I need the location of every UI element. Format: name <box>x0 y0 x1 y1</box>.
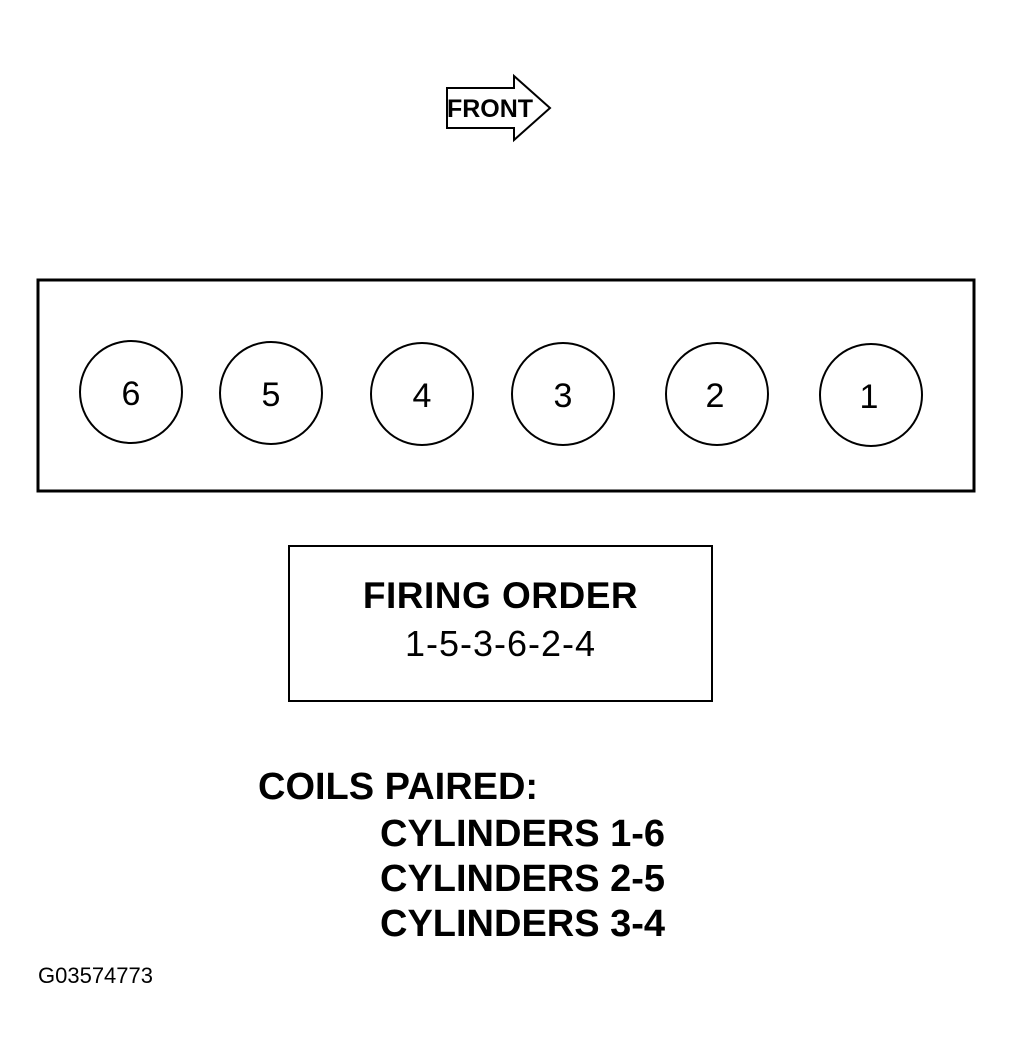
front-arrow-label: FRONT <box>447 95 533 123</box>
cylinder-2: 2 <box>665 342 769 446</box>
cylinder-circle <box>219 341 323 445</box>
coil-pair-item: CYLINDERS 1-6 <box>380 813 666 855</box>
coil-pair-item: CYLINDERS 3-4 <box>380 903 666 945</box>
cylinder-label: 3 <box>554 377 573 415</box>
cylinder-4: 4 <box>370 342 474 446</box>
figure-id: G03574773 <box>38 963 153 988</box>
cylinder-circle <box>370 342 474 446</box>
cylinder-label: 6 <box>122 375 141 413</box>
cylinder-5: 5 <box>219 341 323 445</box>
cylinder-circle <box>511 342 615 446</box>
coil-pair-item: CYLINDERS 2-5 <box>380 858 666 900</box>
cylinder-circle <box>665 342 769 446</box>
cylinder-6: 6 <box>79 340 183 444</box>
cylinder-1: 1 <box>819 343 923 447</box>
front-arrow: FRONT <box>446 73 552 143</box>
firing-order-title: FIRING ORDER <box>362 575 639 616</box>
cylinder-circle <box>79 340 183 444</box>
cylinder-3: 3 <box>511 342 615 446</box>
cylinder-label: 2 <box>706 377 725 415</box>
cylinder-label: 5 <box>262 376 281 414</box>
cylinder-circle <box>819 343 923 447</box>
firing-order-sequence: 1-5-3-6-2-4 <box>404 623 597 664</box>
coils-paired-heading: COILS PAIRED: <box>258 766 539 808</box>
coils-paired-list: CYLINDERS 1-6 CYLINDERS 2-5 CYLINDERS 3-… <box>380 812 665 947</box>
front-arrow-shape <box>446 73 552 143</box>
engine-block <box>36 278 976 493</box>
cylinder-label: 1 <box>860 378 879 416</box>
cylinder-label: 4 <box>413 377 432 415</box>
firing-order-box: FIRING ORDER 1-5-3-6-2-4 <box>288 545 713 702</box>
